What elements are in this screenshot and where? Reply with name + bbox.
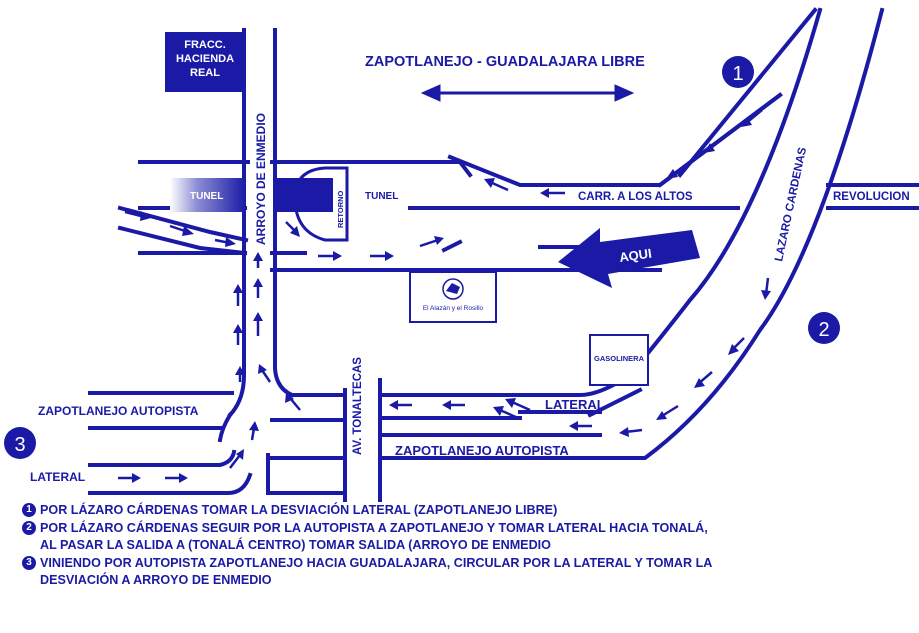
tunel-right-label: TUNEL — [365, 191, 398, 202]
arroyo-label: ARROYO DE ENMEDIO — [254, 113, 268, 245]
retorno-label: RETORNO — [336, 190, 345, 228]
svg-text:3: 3 — [14, 434, 25, 456]
badge-3: 3 — [4, 427, 36, 459]
badge-2: 2 — [808, 312, 840, 344]
lazaro-label: LAZARO CARDENAS — [773, 146, 809, 263]
direction-arrows — [118, 109, 771, 483]
restaurant-logo: El Alazán y el Rosillo — [409, 271, 497, 323]
tunel-left-label: TUNEL — [190, 191, 223, 202]
revolucion-label: REVOLUCION — [833, 191, 910, 203]
note-text: AL PASAR LA SALIDA A (TONALÁ CENTRO) TOM… — [40, 538, 551, 552]
note-1: 1 POR LÁZARO CÁRDENAS TOMAR LA DESVIACIÓN… — [22, 502, 912, 520]
zap-autopista-right-label: ZAPOTLANEJO AUTOPISTA — [395, 443, 569, 458]
aqui-arrow-icon: AQUI — [558, 228, 700, 288]
note-3-cont: DESVIACIÓN A ARROYO DE ENMEDIO — [22, 572, 912, 590]
tunel-left-shade — [170, 178, 246, 212]
carr-altos-label: CARR. A LOS ALTOS — [578, 191, 693, 203]
note-text: DESVIACIÓN A ARROYO DE ENMEDIO — [40, 573, 272, 587]
top-road-label: ZAPOTLANEJO - GUADALAJARA LIBRE — [365, 54, 645, 70]
note-text: VINIENDO POR AUTOPISTA ZAPOTLANEJO HACIA… — [40, 555, 713, 570]
note-number: 1 — [22, 503, 36, 517]
lateral-left-label: LATERAL — [30, 470, 85, 484]
tonaltecas-label: AV. TONALTECAS — [352, 357, 364, 455]
svg-text:2: 2 — [818, 319, 829, 341]
gasolinera-box — [589, 334, 649, 386]
gasolinera-label: GASOLINERA — [594, 354, 645, 363]
note-text: POR LÁZARO CÁRDENAS TOMAR LA DESVIACIÓN … — [40, 503, 558, 517]
double-arrow-icon — [420, 84, 635, 102]
zap-autopista-left-label: ZAPOTLANEJO AUTOPISTA — [38, 404, 199, 418]
note-number: 2 — [22, 520, 36, 535]
lateral-right-label: LATERAL — [545, 397, 605, 412]
note-2-cont: AL PASAR LA SALIDA A (TONALÁ CENTRO) TOM… — [22, 537, 912, 555]
note-text: POR LÁZARO CÁRDENAS SEGUIR POR LA AUTOPI… — [40, 520, 708, 535]
svg-text:AQUI: AQUI — [618, 246, 652, 265]
fracc-line-3: REAL — [190, 67, 220, 79]
note-3: 3 VINIENDO POR AUTOPISTA ZAPOTLANEJO HACI… — [22, 555, 912, 573]
note-number: 3 — [22, 555, 36, 570]
badge-1: 1 — [722, 56, 754, 88]
fracc-hacienda-real-box — [165, 32, 245, 92]
route-notes: 1 POR LÁZARO CÁRDENAS TOMAR LA DESVIACIÓN… — [22, 502, 912, 590]
fracc-line-1: FRACC. — [184, 39, 226, 51]
tunel-right-shade — [275, 178, 333, 212]
svg-text:1: 1 — [732, 63, 743, 85]
note-2: 2 POR LÁZARO CÁRDENAS SEGUIR POR LA AUTOP… — [22, 520, 912, 538]
fracc-line-2: HACIENDA — [176, 53, 234, 65]
logo-text: El Alazán y el Rosillo — [423, 305, 484, 312]
